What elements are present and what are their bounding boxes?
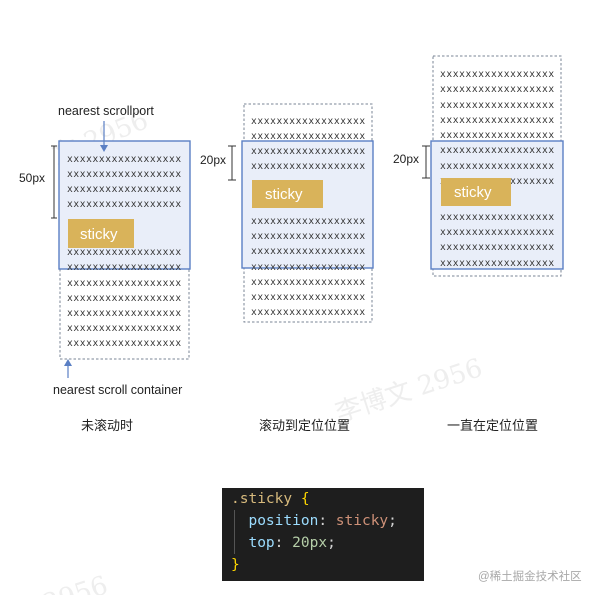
panel-not-scrolled: xxxxxxxxxxxxxxxxxx xxxxxxxxxxxxxxxxxx xxxx… bbox=[19, 104, 191, 433]
arrow-up-icon bbox=[64, 359, 72, 366]
x-row: xxxxxxxxxxxxxxxxxx bbox=[440, 130, 555, 141]
code-prop-position: position bbox=[248, 513, 319, 529]
panel-scrolled-to-position: xxxxxxxxxxxxxxxxxx xxxxxxxxxxxxxxxxxx xxxx… bbox=[200, 103, 374, 433]
label-nearest-scroll-container: nearest scroll container bbox=[53, 383, 182, 397]
code-val-20: 20 bbox=[292, 535, 310, 551]
sticky-box-3 bbox=[441, 178, 511, 206]
x-row: xxxxxxxxxxxxxxxxxx bbox=[67, 154, 182, 165]
x-row: xxxxxxxxxxxxxxxxxx bbox=[440, 242, 555, 253]
code-open-brace: { bbox=[300, 491, 310, 507]
label-50px: 50px bbox=[19, 171, 45, 185]
x-row: xxxxxxxxxxxxxxxxxx bbox=[440, 161, 555, 172]
code-block: .sticky { position: sticky; top: 20px; } bbox=[222, 488, 424, 581]
caption-scrolled-to-position: 滚动到定位位置 bbox=[259, 418, 350, 433]
x-row: xxxxxxxxxxxxxxxxxx bbox=[67, 293, 182, 304]
code-val-unit: px bbox=[309, 535, 328, 551]
x-row: xxxxxxxxxxxxxxxxxx bbox=[440, 258, 555, 269]
x-row: xxxxxxxxxxxxxxxxxx bbox=[251, 246, 366, 257]
x-row: xxxxxxxxxxxxxxxxxx bbox=[251, 161, 366, 172]
x-row: xxxxxxxxxxxxxxxxxx bbox=[440, 227, 555, 238]
x-row: xxxxxxxxxxxxxxxxxx bbox=[67, 323, 182, 334]
sticky-label-1: sticky bbox=[80, 226, 118, 243]
panel-always-at-position: xxxxxxxxxxxxxxxxxx xxxxxxxxxxxxxxxxxx xxxx… bbox=[393, 55, 564, 433]
x-row: xxxxxxxxxxxxxxxxxx bbox=[251, 216, 366, 227]
x-row: xxxxxxxxxxxxxxxxxx bbox=[67, 338, 182, 349]
x-row: xxxxxxxxxxxxxxxxxx bbox=[67, 247, 182, 258]
sticky-box-1 bbox=[68, 219, 134, 248]
sticky-box-2 bbox=[252, 180, 323, 208]
x-row: xxxxxxxxxxxxxxxxxx bbox=[251, 146, 366, 157]
x-row: xxxxxxxxxxxxxxxxxx bbox=[251, 231, 366, 242]
indent-guide bbox=[234, 510, 235, 554]
x-row: xxxxxxxxxxxxxxxxxx bbox=[67, 278, 182, 289]
x-row: xxxxxxxxxxxxxxxxxx bbox=[251, 131, 366, 142]
code-line-4: } bbox=[231, 554, 424, 576]
x-row: xxxxxxxxxxxxxxxxxx bbox=[67, 184, 182, 195]
label-20px-2: 20px bbox=[200, 153, 226, 167]
x-row: xxxxxxxxxxxxxxxxxx bbox=[440, 69, 555, 80]
rows-2: xxxxxxxxxxxxxxxxxx xxxxxxxxxxxxxxxxxx xxxx… bbox=[251, 116, 366, 318]
x-row: xxxxxxxxxxxxxxxxxx bbox=[440, 115, 555, 126]
rows-1: xxxxxxxxxxxxxxxxxx xxxxxxxxxxxxxxxxxx xxxx… bbox=[67, 154, 182, 349]
x-row: xxxxxxxxxxxxxxxxxx bbox=[440, 145, 555, 156]
x-row: xxxxxxxxxxxxxxxxxx bbox=[67, 308, 182, 319]
caption-not-scrolled: 未滚动时 bbox=[81, 418, 133, 433]
x-row: xxxxxxxxxxxxxxxxxx bbox=[440, 212, 555, 223]
sticky-label-3: sticky bbox=[454, 184, 492, 201]
code-line-3: top: 20px; bbox=[248, 535, 336, 551]
code-prop-top: top bbox=[248, 535, 275, 551]
label-nearest-scrollport: nearest scrollport bbox=[58, 104, 154, 118]
x-row: xxxxxxxxxxxxxxxxxx bbox=[251, 277, 366, 288]
footer-credit: @稀土掘金技术社区 bbox=[478, 569, 582, 583]
x-row: xxxxxxxxxxxxxxxxxx bbox=[67, 262, 182, 273]
x-row: xxxxxxxxxxxxxxxxxx bbox=[251, 262, 366, 273]
code-line-2: position: sticky; bbox=[248, 513, 397, 529]
x-row: xxxxxxxxxxxxxxxxxx bbox=[251, 292, 366, 303]
x-row: xxxxxxxxxxxxxxxxxx bbox=[251, 307, 366, 318]
code-val-sticky: sticky bbox=[335, 513, 389, 529]
arrow-down-icon bbox=[100, 145, 108, 152]
sticky-label-2: sticky bbox=[265, 186, 303, 203]
x-row: xxxxxxxxxxxxxxxxxx bbox=[67, 199, 182, 210]
x-row: xxxxxxxxxxxxxxxxxx bbox=[67, 169, 182, 180]
code-close-brace: } bbox=[231, 557, 240, 573]
watermark-number: 2956 bbox=[39, 570, 111, 595]
x-row: xxxxxxxxxxxxxxxxxx bbox=[251, 116, 366, 127]
code-selector: .sticky bbox=[231, 491, 293, 507]
x-row: xxxxxxxxxxxxxxxxxx bbox=[440, 100, 555, 111]
label-20px-3: 20px bbox=[393, 152, 419, 166]
caption-always-at-position: 一直在定位位置 bbox=[447, 418, 538, 433]
x-row: xxxxxxxxxxxxxxxxxx bbox=[440, 84, 555, 95]
code-line-1: .sticky { bbox=[231, 488, 424, 510]
